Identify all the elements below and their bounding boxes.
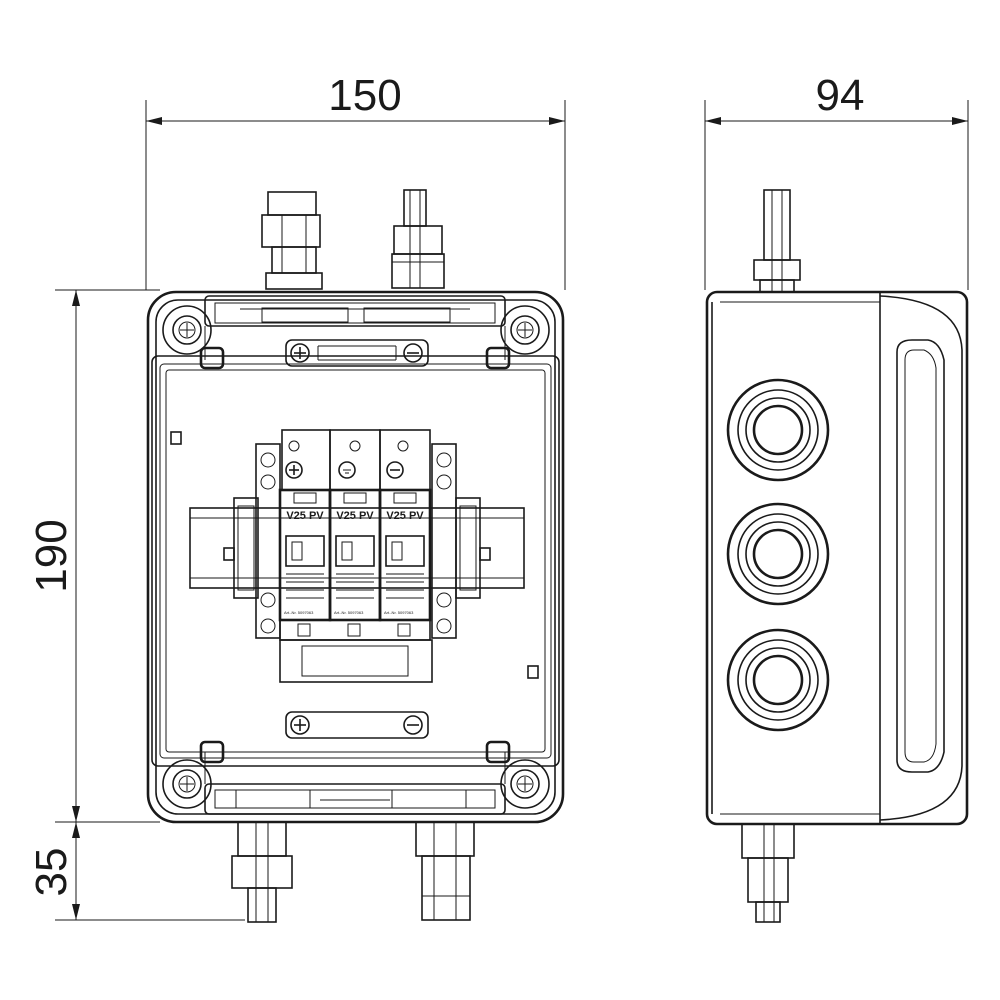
corner-screw-top-left [162,305,212,355]
surge-module-1: V25 PV Art.-Nr. 5097063 [278,488,332,622]
end-clamp-right [455,497,491,599]
module-label: V25 PV [386,510,424,522]
corner-screw-top-right [500,305,550,355]
dimension-connector-label: 35 [27,848,76,897]
side-view [705,189,969,923]
front-view: V25 PV Art.-Nr. 5097063 V25 PV Art.-Nr. … [146,189,565,923]
cable-gland-bottom [726,628,830,732]
dimension-height-label: 190 [27,519,76,592]
top-connector-left [261,191,323,290]
corner-screw-bottom-left [162,759,212,809]
bottom-connector-left [231,821,293,923]
top-connector-right [391,189,445,289]
side-connector-top [753,189,801,293]
surge-module-2: V25 PV Art.-Nr. 5097063 [328,488,382,622]
corner-screw-bottom-right [500,759,550,809]
module-article: Art.-Nr. 5097063 [284,610,314,615]
surge-module-3: V25 PV Art.-Nr. 5097063 [378,488,432,622]
dimension-lines [55,100,969,921]
cable-gland-middle [726,502,830,606]
module-label: V25 PV [286,510,324,522]
end-clamp-left [223,497,259,599]
dimension-depth-label: 94 [816,71,865,120]
module-label: V25 PV [336,510,374,522]
cable-gland-top [726,378,830,482]
module-article: Art.-Nr. 5097063 [334,610,364,615]
bottom-connector-right [415,821,475,921]
busbar-bottom [285,711,429,739]
module-article: Art.-Nr. 5097063 [384,610,414,615]
dimension-width-label: 150 [328,71,401,120]
side-connector-bottom [741,823,795,923]
busbar-top [285,339,429,367]
